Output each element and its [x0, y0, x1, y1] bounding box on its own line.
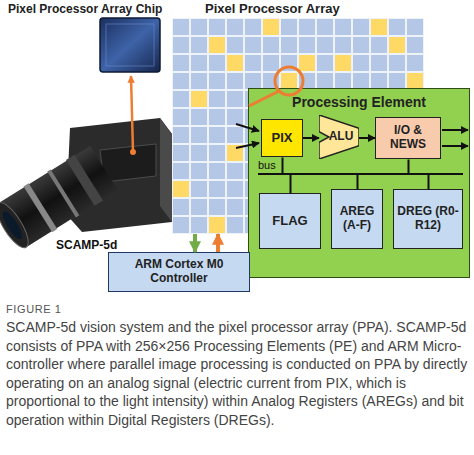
node-label: ALU: [323, 130, 356, 144]
selected-cell: [281, 73, 297, 89]
bus-stub: [282, 158, 284, 175]
zoom-leader: [249, 91, 279, 106]
leader-dot: [130, 149, 136, 155]
lens-ring: [47, 169, 79, 217]
connector-arrow: [359, 137, 375, 139]
camera-lens: [0, 145, 118, 253]
array-cell: [191, 91, 207, 107]
bus-stub: [408, 160, 410, 175]
lens-ring: [24, 183, 58, 232]
alu-symbol: ALU: [319, 115, 359, 159]
areg-box: AREG (A-F): [331, 189, 383, 249]
lens-front: [0, 198, 34, 252]
array-cell: [299, 55, 315, 71]
array-cell: [389, 37, 405, 53]
alu-shape: [319, 115, 359, 159]
node-label: AREG (A-F): [332, 205, 382, 233]
pix-box: PIX: [261, 119, 303, 157]
connector-arrow: [193, 234, 197, 252]
connector-arrow: [216, 234, 220, 252]
chip-die: [106, 24, 154, 66]
processing-element-box: Processing ElementPIX ALU I/O & NEWS FLAG AR…: [248, 88, 470, 278]
bus-stub: [428, 174, 430, 190]
node-label: I/O & NEWS: [376, 124, 440, 152]
bus-stub: [290, 174, 292, 194]
zoom-circle: [275, 67, 303, 95]
chip-image: [100, 18, 160, 72]
controller-box: ARM Cortex M0 Controller: [108, 252, 250, 292]
array-cell: [209, 217, 225, 233]
array-cell: [335, 55, 351, 71]
array-cell: [227, 145, 243, 161]
light-arrow: [236, 143, 259, 148]
lens-glass: [0, 209, 25, 241]
node-label: ARM Cortex M0 Controller: [109, 258, 249, 286]
bus-label: bus: [258, 159, 276, 171]
node-label: PIX: [270, 131, 295, 146]
node-heading: Pixel Processor Array Chip: [8, 3, 162, 17]
array-cell: [227, 55, 243, 71]
node-label: DREG (R0-R12): [394, 205, 462, 233]
flag-box: FLAG: [259, 193, 321, 249]
chip-node: Pixel Processor Array Chip: [6, 2, 172, 74]
figure-caption: SCAMP-5d vision system and the pixel pro…: [6, 318, 470, 429]
lens-barrel: [0, 146, 118, 247]
bus-line: [258, 173, 463, 175]
output-arrow: [442, 145, 468, 147]
connector-arrow: [303, 137, 319, 139]
array-cell: [407, 73, 423, 89]
bus-stub: [357, 174, 359, 190]
camera-label: SCAMP-5d: [56, 238, 117, 252]
array-cell: [263, 19, 279, 35]
camera-body: [66, 118, 172, 232]
lens-ring: [66, 155, 103, 206]
figure-number: FIGURE 1: [6, 303, 62, 315]
light-arrow: [236, 124, 259, 131]
node-heading: Pixel Processor Array: [205, 2, 340, 17]
node-heading: Processing Element: [249, 94, 469, 110]
output-arrow: [442, 129, 468, 131]
camera-side: [160, 118, 172, 222]
bus-wires: [258, 158, 463, 194]
array-cell: [371, 19, 387, 35]
leader-arrow: [131, 76, 133, 152]
dreg-box: DREG (R0-R12): [393, 189, 463, 249]
io-news-box: I/O & NEWS: [375, 117, 441, 159]
array-cell: [209, 37, 225, 53]
array-cell: [173, 181, 189, 197]
node-label: FLAG: [270, 214, 309, 229]
